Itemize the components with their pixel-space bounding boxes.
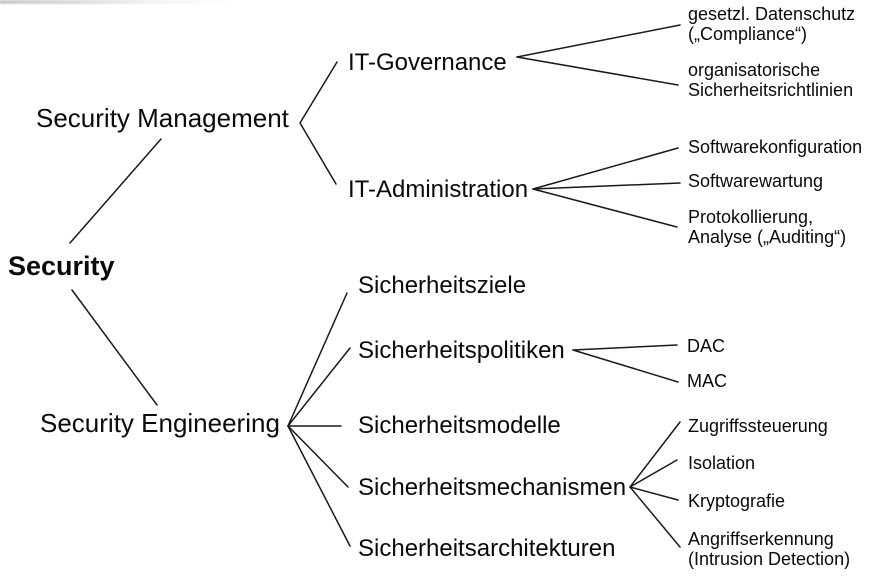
edge-security--security-engineering bbox=[71, 289, 158, 406]
node-protokollierung-auditing-label-line-1: Analyse („Auditing“) bbox=[688, 226, 847, 247]
node-angriffserkennung-label-line-0: Angriffserkennung bbox=[688, 529, 834, 549]
node-zugriffssteuerung: Zugriffssteuerung bbox=[688, 416, 828, 437]
node-gesetzl-datenschutz-label-line-0: gesetzl. Datenschutz bbox=[688, 4, 856, 24]
node-angriffserkennung-label-line-1: (Intrusion Detection) bbox=[688, 548, 851, 569]
node-softwarewartung: Softwarewartung bbox=[688, 171, 824, 192]
edge-sicherheitsmechanismen--zugriffssteuerung bbox=[629, 421, 681, 488]
edge-sicherheitsmechanismen--isolation bbox=[629, 459, 678, 488]
edge-it-administration--softwarewartung bbox=[532, 182, 681, 190]
node-mac: MAC bbox=[687, 371, 727, 392]
node-isolation: Isolation bbox=[688, 453, 756, 474]
node-security-engineering: Security Engineering bbox=[40, 409, 280, 438]
node-sicherheitsmodelle-label-line-0: Sicherheitsmodelle bbox=[358, 412, 561, 439]
node-dac: DAC bbox=[687, 336, 726, 357]
node-protokollierung-auditing: Protokollierung,Analyse („Auditing“) bbox=[688, 207, 847, 248]
edge-sicherheitspolitiken--mac bbox=[572, 349, 679, 383]
edge-security-management--it-administration bbox=[299, 122, 337, 185]
node-security-management: Security Management bbox=[36, 104, 289, 133]
node-angriffserkennung: Angriffserkennung(Intrusion Detection) bbox=[688, 529, 851, 570]
node-kryptografie: Kryptografie bbox=[688, 491, 786, 512]
node-kryptografie-label-line-0: Kryptografie bbox=[688, 491, 786, 511]
edge-it-administration--softwarekonfiguration bbox=[532, 147, 679, 190]
node-isolation-label-line-0: Isolation bbox=[688, 453, 756, 473]
edge-sicherheitsmechanismen--angriffserkennung bbox=[629, 486, 681, 548]
edge-security-engineering--sicherheitsmechanismen bbox=[287, 425, 349, 488]
node-sicherheitspolitiken-label-line-0: Sicherheitspolitiken bbox=[358, 337, 565, 364]
node-sicherheitsmechanismen-label-line-0: Sicherheitsmechanismen bbox=[358, 474, 627, 501]
node-organisatorische-richtlinien-label-line-1: Sicherheitsrichtlinien bbox=[688, 79, 854, 100]
edge-security-management--it-governance bbox=[299, 61, 338, 124]
node-sicherheitsmechanismen: Sicherheitsmechanismen bbox=[358, 474, 627, 501]
node-zugriffssteuerung-label-line-0: Zugriffssteuerung bbox=[688, 416, 828, 436]
node-sicherheitsziele: Sicherheitsziele bbox=[358, 272, 527, 299]
edge-it-governance--organisatorische-richtlinien bbox=[516, 56, 679, 86]
edge-it-administration--protokollierung-auditing bbox=[532, 188, 678, 228]
node-sicherheitsarchitekturen-label-line-0: Sicherheitsarchitekturen bbox=[358, 535, 616, 562]
edge-security-engineering--sicherheitsarchitekturen bbox=[287, 425, 351, 547]
node-gesetzl-datenschutz: gesetzl. Datenschutz(„Compliance“) bbox=[688, 4, 856, 45]
node-mac-label-line-0: MAC bbox=[687, 371, 727, 391]
node-it-governance: IT-Governance bbox=[348, 49, 507, 76]
node-softwarekonfiguration-label-line-0: Softwarekonfiguration bbox=[688, 137, 863, 157]
edge-sicherheitspolitiken--dac bbox=[572, 344, 678, 351]
edge-sicherheitsmechanismen--kryptografie bbox=[629, 486, 679, 501]
edge-security-engineering--sicherheitspolitiken bbox=[287, 347, 351, 427]
node-security-management-label-line-0: Security Management bbox=[36, 103, 289, 133]
node-sicherheitsziele-label-line-0: Sicherheitsziele bbox=[358, 272, 527, 299]
node-it-administration-label-line-0: IT-Administration bbox=[348, 176, 529, 203]
node-softwarekonfiguration: Softwarekonfiguration bbox=[688, 137, 863, 158]
node-sicherheitsarchitekturen: Sicherheitsarchitekturen bbox=[358, 535, 616, 562]
node-security-engineering-label-line-0: Security Engineering bbox=[40, 408, 280, 438]
node-sicherheitspolitiken: Sicherheitspolitiken bbox=[358, 337, 565, 364]
node-security-label-line-0: Security bbox=[8, 251, 115, 281]
edge-security--security-management bbox=[69, 138, 162, 244]
node-it-governance-label-line-0: IT-Governance bbox=[348, 49, 507, 76]
node-organisatorische-richtlinien-label-line-0: organisatorische bbox=[688, 60, 821, 80]
edge-security-engineering--sicherheitsziele bbox=[287, 292, 348, 427]
node-sicherheitsmodelle: Sicherheitsmodelle bbox=[358, 412, 561, 439]
edge-it-governance--gesetzl-datenschutz bbox=[516, 24, 681, 58]
node-it-administration: IT-Administration bbox=[348, 176, 529, 203]
node-security: Security bbox=[8, 251, 115, 282]
node-protokollierung-auditing-label-line-0: Protokollierung, bbox=[688, 207, 814, 227]
node-gesetzl-datenschutz-label-line-1: („Compliance“) bbox=[688, 23, 808, 44]
node-softwarewartung-label-line-0: Softwarewartung bbox=[688, 171, 824, 191]
node-dac-label-line-0: DAC bbox=[687, 336, 726, 356]
